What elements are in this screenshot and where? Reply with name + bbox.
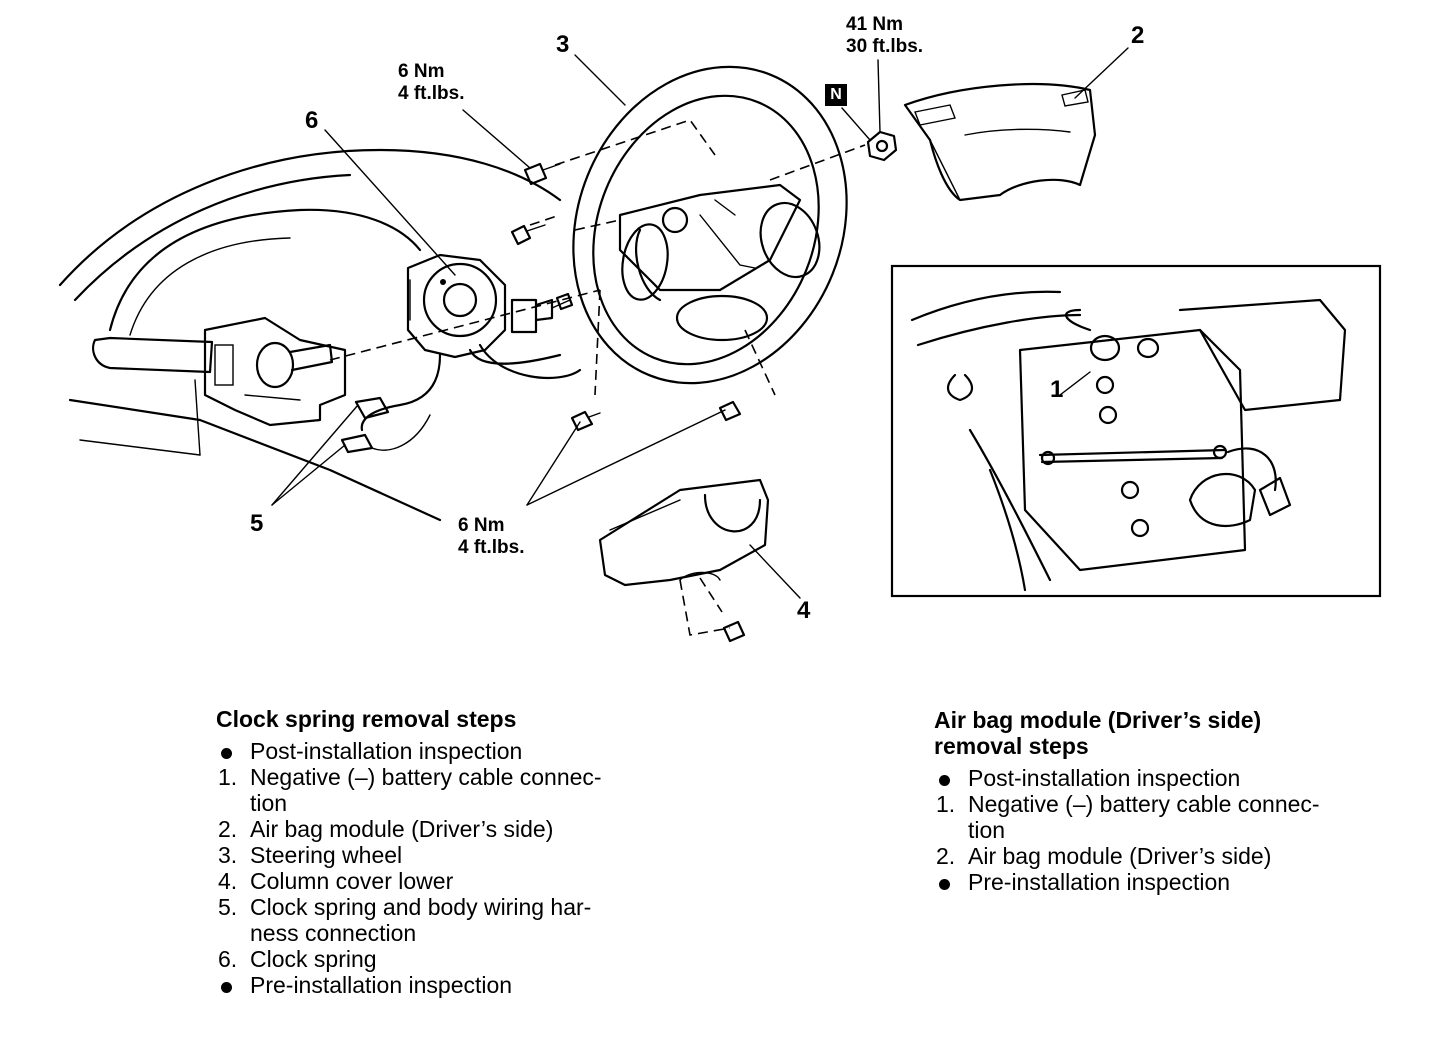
torque-nm: 6 Nm (398, 61, 445, 82)
screw-top-left (523, 162, 561, 186)
n-symbol: N (825, 84, 847, 106)
screw-cover (722, 620, 746, 643)
list-item: 5.Clock spring and body wiring har-ness … (218, 894, 592, 946)
torque-nm: 41 Nm (846, 14, 904, 35)
callout-5: 5 (250, 510, 264, 537)
list-item: 1.Negative (–) battery cable connec-tion (218, 764, 602, 816)
list-item: Post-installation inspection (934, 765, 1414, 791)
torque-label-top-left: 6 Nm 4 ft.lbs. (398, 61, 465, 105)
clock-spring (340, 253, 582, 454)
bullet-icon (939, 879, 950, 890)
clock-spring-steps-title: Clock spring removal steps (216, 706, 517, 732)
callout-1: 1 (1050, 376, 1064, 403)
list-item: 4.Column cover lower (218, 868, 454, 894)
callout-6: 6 (305, 107, 319, 134)
screws (510, 162, 746, 643)
callout-3: 3 (556, 31, 570, 58)
bullet-icon (221, 748, 232, 759)
combination-switch (92, 316, 347, 427)
list-item: 3.Steering wheel (218, 842, 403, 868)
alignment-lines (329, 119, 866, 636)
connector (510, 298, 571, 334)
list-item: 6.Clock spring (218, 946, 377, 972)
bullet-icon (939, 775, 950, 786)
torque-nm: 6 Nm (458, 515, 505, 536)
torque-ftlbs: 30 ft.lbs. (846, 36, 924, 57)
screw-clock-spring (510, 224, 546, 246)
callout-2: 2 (1131, 22, 1145, 49)
air-bag-steps-list: Post-installation inspection 1.Negative … (934, 765, 1414, 895)
list-item: 2.Air bag module (Driver’s side) (936, 843, 1272, 869)
torque-ftlbs: 4 ft.lbs. (458, 537, 525, 558)
list-item: 1.Negative (–) battery cable connec-tion (936, 791, 1320, 843)
screw-connector (555, 292, 574, 311)
dashboard-outline (58, 148, 562, 522)
list-item: Pre-installation inspection (934, 869, 1414, 895)
leader-lines (271, 47, 1129, 599)
callout-4: 4 (797, 597, 811, 624)
list-item: 2.Air bag module (Driver’s side) (218, 816, 554, 842)
column-cover-lower (598, 478, 770, 587)
torque-label-top-right: 41 Nm 30 ft.lbs. (846, 14, 923, 58)
screw-lower-right (718, 400, 742, 422)
list-item: Post-installation inspection (216, 738, 686, 764)
screw-lower-left (570, 410, 601, 432)
air-bag-steps: Air bag module (Driver’s side)removal st… (934, 707, 1414, 895)
list-item: Pre-installation inspection (216, 972, 686, 998)
clock-spring-steps-list: Post-installation inspection 1.Negative … (216, 738, 686, 998)
clock-spring-steps: Clock spring removal steps Post-installa… (216, 706, 686, 998)
torque-label-bottom: 6 Nm 4 ft.lbs. (458, 515, 525, 559)
steering-wheel (572, 65, 848, 385)
wheel-nut (866, 130, 898, 162)
air-bag-module (903, 83, 1097, 202)
torque-ftlbs: 4 ft.lbs. (398, 83, 465, 104)
bullet-icon (221, 982, 232, 993)
air-bag-steps-title: Air bag module (Driver’s side)removal st… (934, 707, 1262, 759)
battery-detail-inset (890, 264, 1382, 598)
